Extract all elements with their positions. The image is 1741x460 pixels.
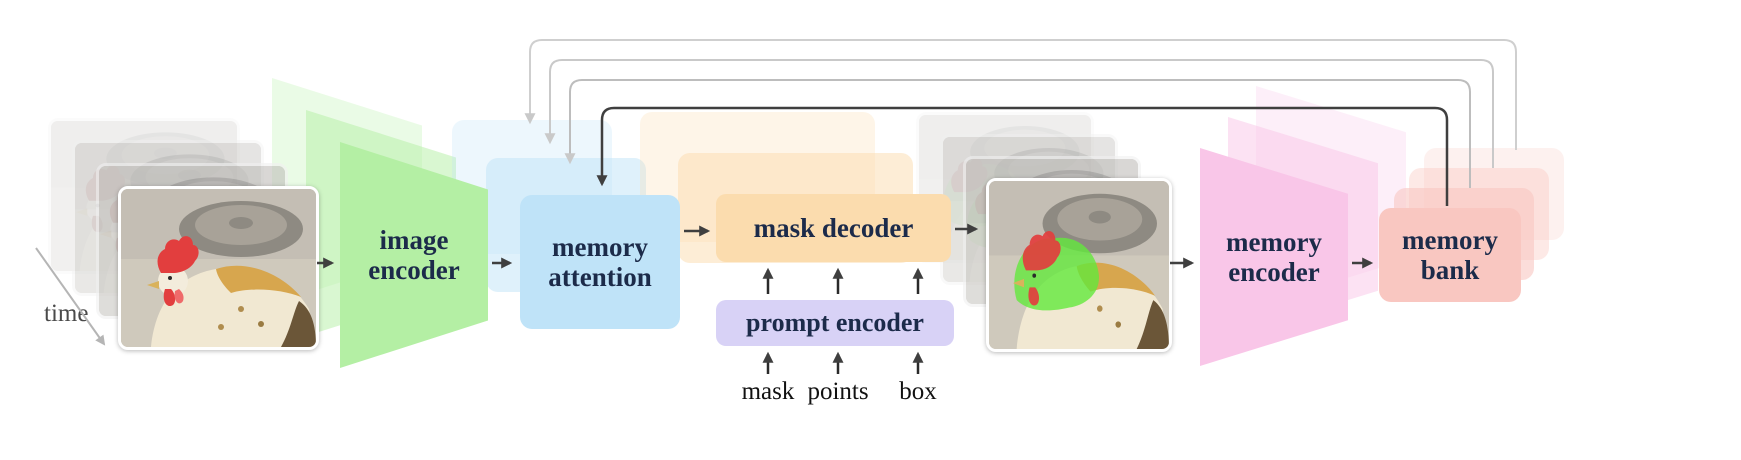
prompt-input-mask-label: mask	[741, 378, 795, 405]
mask-decoder-label: mask decoder	[753, 212, 914, 243]
memory-bank-node: memory bank	[1379, 208, 1521, 302]
prompt-input-points-label: points	[807, 378, 869, 405]
input-frame-current	[118, 186, 319, 350]
memory-attention-label: memory attention	[548, 231, 652, 292]
memory-bank-label: memory bank	[1402, 224, 1498, 285]
output-frame-current	[986, 178, 1172, 352]
prompt-input-box-label: box	[899, 378, 937, 405]
rooster-photo-image	[121, 189, 316, 347]
memory-attention-node: memory attention	[520, 195, 680, 329]
masked-rooster-photo-image	[989, 181, 1169, 349]
time-label: time	[44, 300, 89, 327]
mask-decoder-node: mask decoder	[716, 194, 951, 262]
image-encoder-label: image encoder	[368, 224, 460, 285]
prompt-encoder-node: prompt encoder	[716, 300, 954, 346]
prompt-encoder-label: prompt encoder	[746, 308, 924, 338]
memory-encoder-label: memory encoder	[1226, 226, 1322, 287]
